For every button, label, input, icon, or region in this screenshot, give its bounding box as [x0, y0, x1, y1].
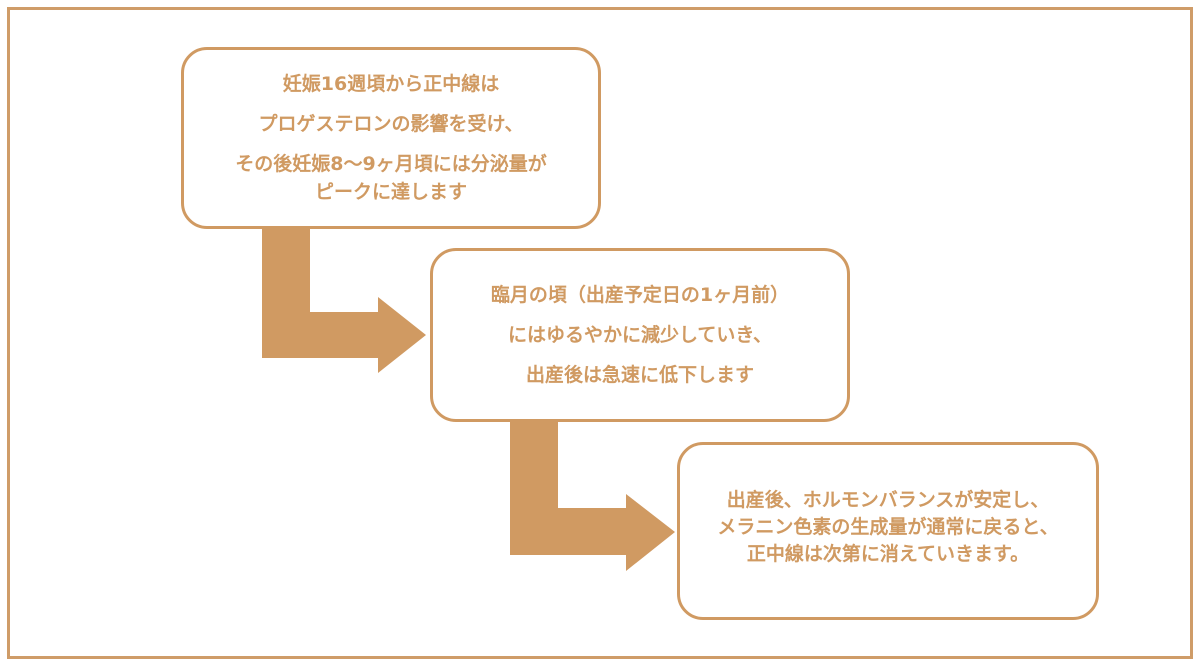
step-3-line: 正中線は次第に消えていきます。	[746, 542, 1030, 565]
arrow-step2-to-step3	[510, 422, 675, 571]
step-3-line: メラニン色素の生成量が通常に戻ると、	[717, 515, 1059, 538]
step-3-box: 出産後、ホルモンバランスが安定し、 メラニン色素の生成量が通常に戻ると、 正中線…	[677, 442, 1099, 620]
step-1-line: その後妊娠8～9ヶ月頃には分泌量が	[235, 153, 547, 175]
step-1-box: 妊娠16週頃から正中線は プロゲステロンの影響を受け、 その後妊娠8～9ヶ月頃に…	[181, 47, 601, 229]
arrow-step1-to-step2	[262, 229, 426, 373]
outer-frame	[7, 7, 1193, 659]
step-1-line: 妊娠16週頃から正中線は	[282, 73, 500, 95]
step-1-line: ピークに達します	[314, 181, 467, 203]
step-2-box: 臨月の頃（出産予定日の1ヶ月前） にはゆるやかに減少していき、 出産後は急速に低…	[430, 248, 850, 422]
step-2-line: 出産後は急速に低下します	[525, 364, 754, 386]
step-3-line: 出産後、ホルモンバランスが安定し、	[726, 488, 1050, 511]
step-1-line: プロゲステロンの影響を受け、	[258, 113, 524, 135]
step-2-line: にはゆるやかに減少していき、	[507, 324, 773, 346]
step-2-line: 臨月の頃（出産予定日の1ヶ月前）	[490, 284, 790, 306]
